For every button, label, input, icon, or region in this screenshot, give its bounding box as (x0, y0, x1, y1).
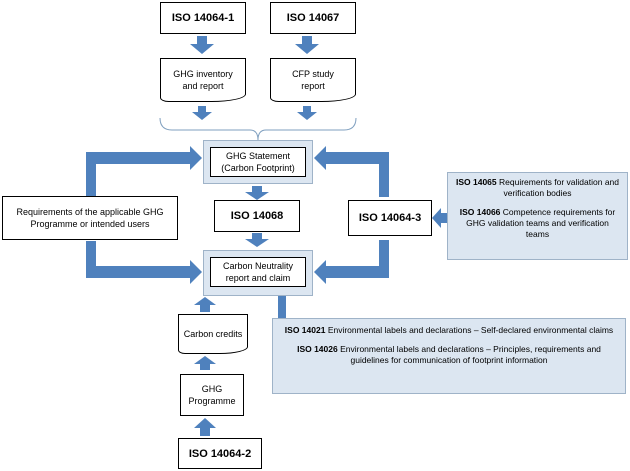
arrow-statement-to-14068 (245, 186, 269, 200)
verification-standards-panel: ISO 14065 Requirements for validation an… (447, 172, 628, 260)
arrow-left-to-neutrality (86, 241, 202, 284)
ghg-statement-box: GHG Statement (Carbon Footprint) (210, 147, 306, 177)
iso-14064-2-box: ISO 14064-2 (178, 438, 262, 469)
arrow-down-14064-1 (190, 36, 214, 54)
arrow-info-to-neutrality (272, 276, 292, 338)
iso-14064-3-box: ISO 14064-3 (348, 200, 432, 236)
iso-14068-box: ISO 14068 (214, 200, 300, 232)
ghg-programme-box: GHG Programme (180, 374, 244, 416)
arrow-right-to-neutrality (314, 240, 389, 284)
arrow-right-to-statement (314, 146, 389, 197)
iso-14066-entry: ISO 14066 Competence requirements for GH… (459, 207, 616, 239)
carbon-neutrality-box: Carbon Neutrality report and claim (210, 257, 306, 287)
iso-14021-entry: ISO 14021 Environmental labels and decla… (284, 325, 614, 335)
iso-14065-entry: ISO 14065 Requirements for validation an… (455, 177, 620, 198)
arrow-left-to-statement (86, 146, 202, 196)
arrow-down-inventory (192, 106, 212, 120)
arrow-down-cfp (297, 106, 317, 120)
requirements-box: Requirements of the applicable GHG Progr… (2, 196, 178, 240)
arrow-credits-up (194, 297, 216, 312)
iso-14067-box: ISO 14067 (270, 2, 356, 34)
ghg-inventory-report-box: GHG inventory and report (160, 58, 246, 102)
bracket-connector (159, 117, 357, 141)
claims-standards-panel: ISO 14021 Environmental labels and decla… (272, 318, 626, 394)
arrow-14064-2-up (194, 418, 216, 436)
arrow-info-to-14064-3 (432, 208, 447, 228)
arrow-14068-to-neutrality (245, 233, 269, 247)
iso-14026-entry: ISO 14026 Environmental labels and decla… (297, 344, 601, 365)
cfp-study-report-box: CFP study report (270, 58, 356, 102)
arrow-programme-up (194, 356, 216, 370)
carbon-credits-box: Carbon credits (178, 314, 248, 354)
arrow-down-14067 (295, 36, 319, 54)
iso-14064-1-box: ISO 14064-1 (160, 2, 246, 34)
